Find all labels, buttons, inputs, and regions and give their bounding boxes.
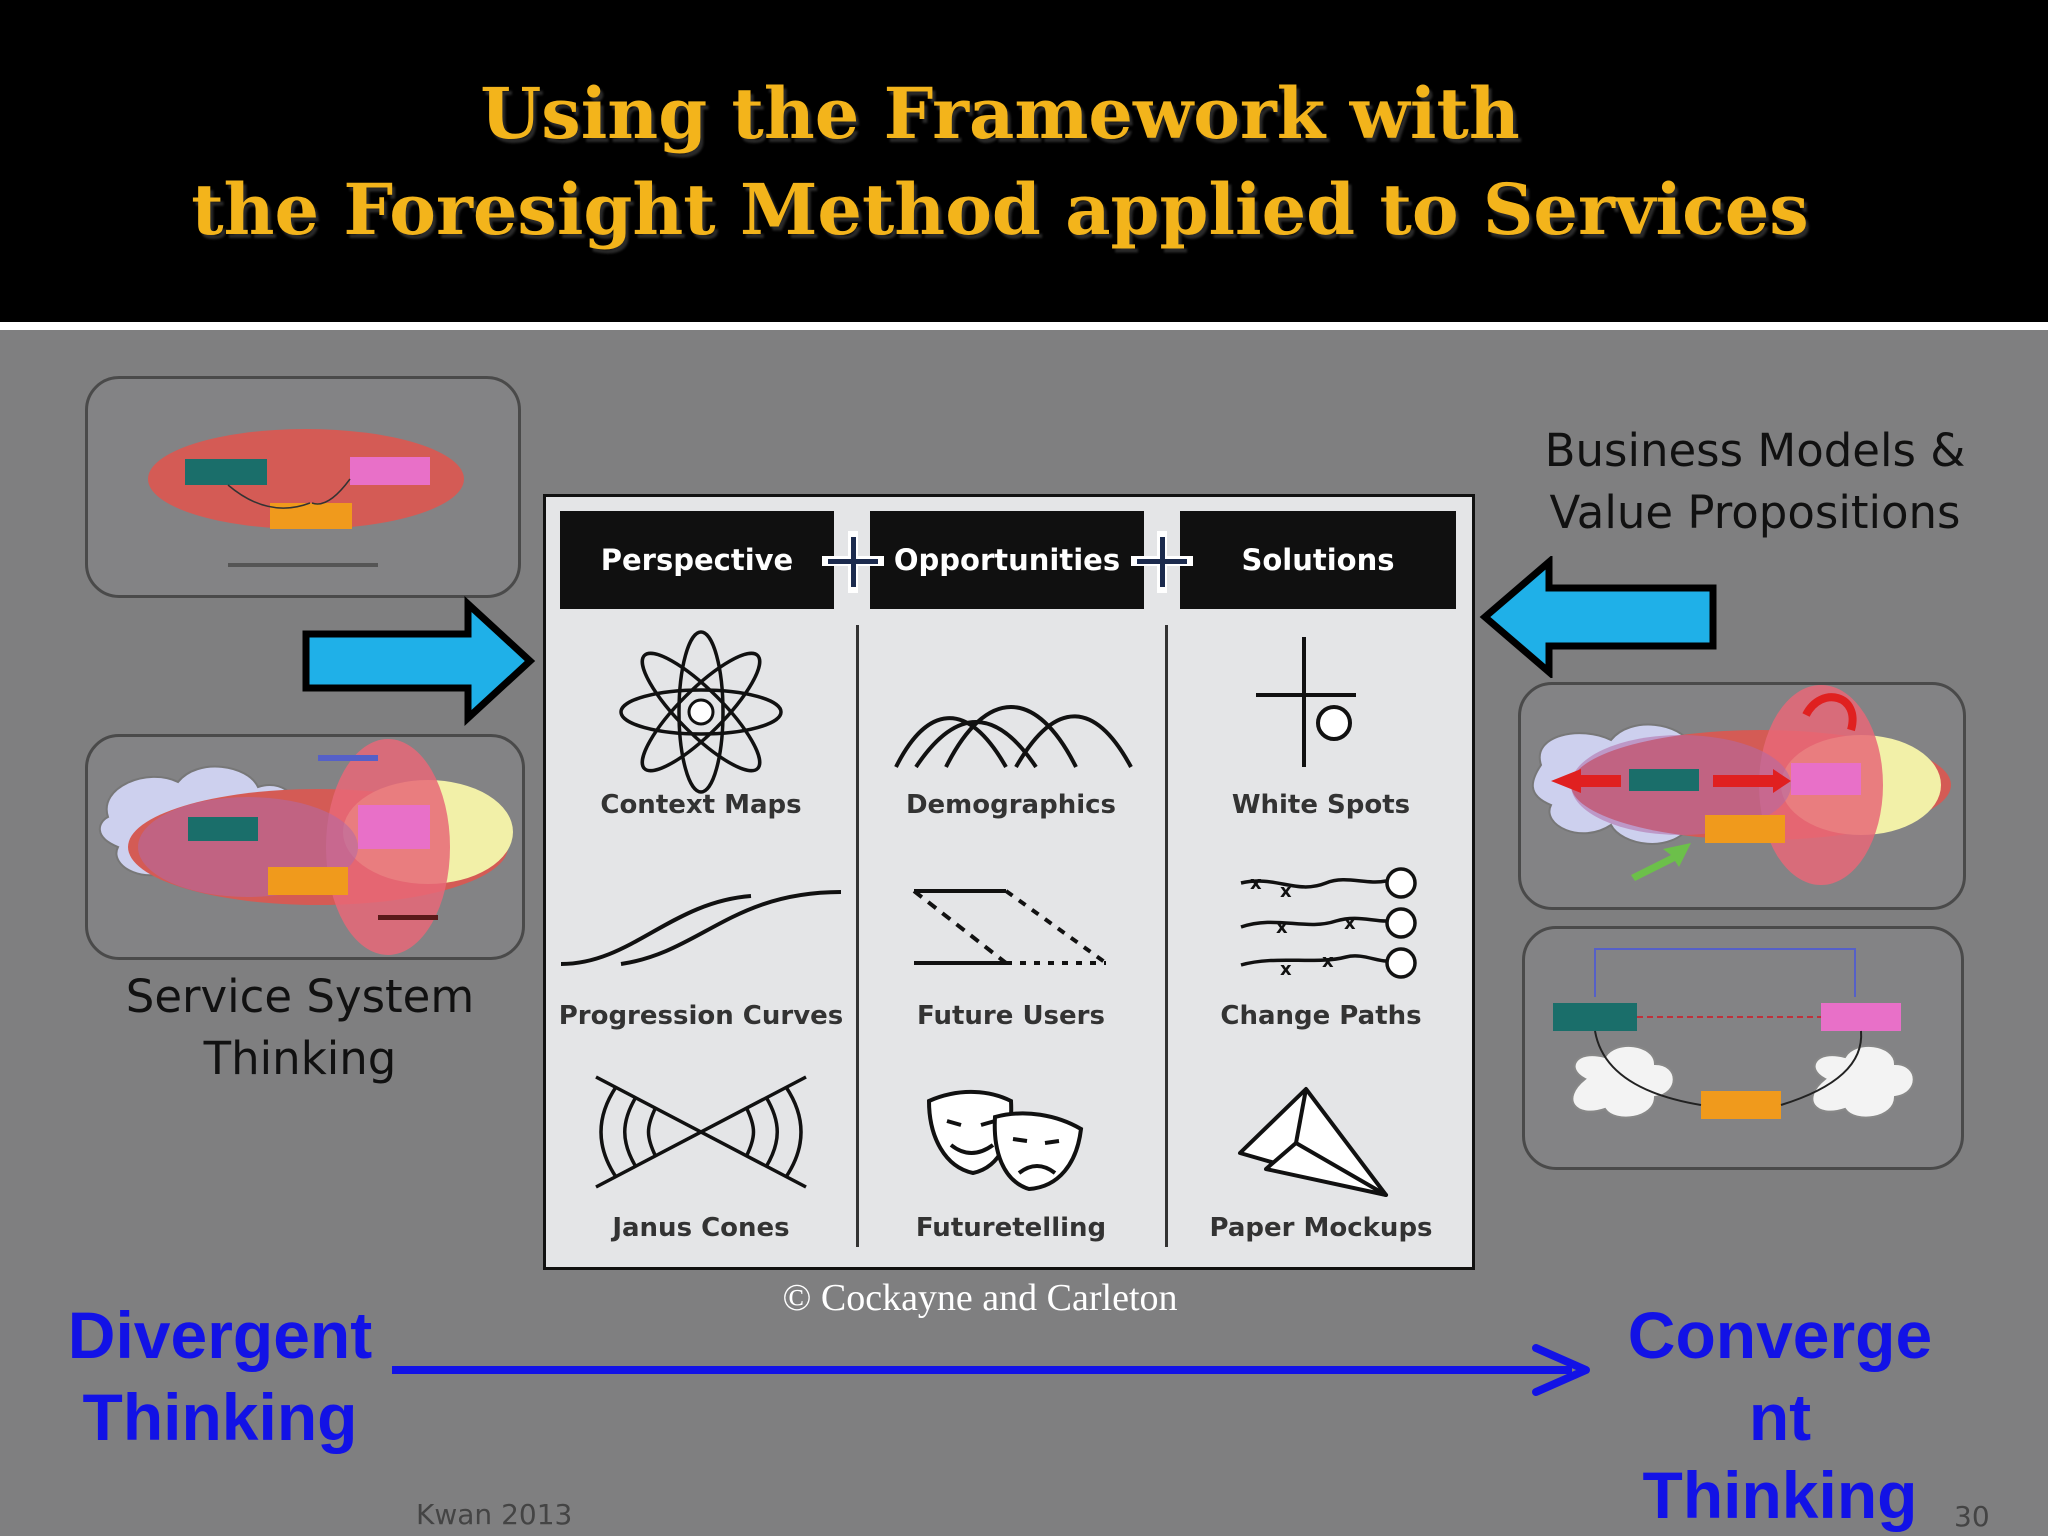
svg-text:x: x xyxy=(1344,913,1356,934)
column-divider xyxy=(856,625,859,1247)
page-number: 30 xyxy=(1954,1500,1990,1533)
svg-text:x: x xyxy=(1322,951,1334,972)
title-divider xyxy=(0,322,2048,330)
convergent-label-line-1: Converge xyxy=(1627,1298,1933,1372)
cell-label-futuretelling: Futuretelling xyxy=(915,1213,1107,1243)
service-system-caption-line-2: Thinking xyxy=(203,1032,397,1085)
service-system-thumbnail-top xyxy=(85,376,521,598)
arrowhead-icon xyxy=(1532,1344,1590,1396)
slide-title-line-2: the Foresight Method applied to Services xyxy=(191,168,1809,251)
cell-label-demographics: Demographics xyxy=(905,790,1117,820)
convergent-label-line-2: nt xyxy=(1748,1380,1812,1454)
plus-icon xyxy=(822,531,884,593)
copyright-notice: © Cockayne and Carleton xyxy=(782,1277,1178,1319)
value-proposition-thumbnail-bottom xyxy=(1522,926,1964,1170)
svg-text:x: x xyxy=(1280,881,1292,902)
svg-text:x: x xyxy=(1280,959,1292,980)
janus-cones-icon xyxy=(595,1075,807,1189)
svg-text:x: x xyxy=(1250,873,1262,894)
business-model-thumbnail-top xyxy=(1518,682,1966,910)
tab-opportunities: Opportunities xyxy=(870,511,1144,609)
theater-masks-icon xyxy=(926,1090,1084,1192)
paper-airplane-icon xyxy=(1238,1087,1388,1197)
context-maps-icon xyxy=(619,630,783,794)
cell-label-future-users: Future Users xyxy=(917,1001,1105,1031)
service-system-caption-line-1: Service System xyxy=(125,970,475,1023)
business-models-caption-line-2: Value Propositions xyxy=(1549,486,1961,539)
progression-curves-icon xyxy=(561,890,842,966)
future-users-icon xyxy=(912,889,1108,965)
tab-perspective: Perspective xyxy=(560,511,834,609)
cell-label-janus-cones: Janus Cones xyxy=(612,1213,790,1243)
svg-text:x: x xyxy=(1276,917,1288,938)
tab-solutions: Solutions xyxy=(1180,511,1456,609)
thinking-arrow-shaft xyxy=(392,1366,1572,1374)
demographics-icon xyxy=(894,705,1133,769)
plus-icon xyxy=(1131,531,1193,593)
business-models-caption-line-1: Business Models & xyxy=(1544,424,1966,477)
convergent-label-line-3: Thinking xyxy=(1642,1458,1918,1532)
white-spots-icon xyxy=(1256,637,1356,767)
slide-title-line-1: Using the Framework with xyxy=(480,72,1520,155)
right-pointing-arrow-icon xyxy=(302,596,536,726)
footer-author: Kwan 2013 xyxy=(416,1498,573,1531)
cell-label-progression-curves: Progression Curves xyxy=(558,1001,844,1031)
title-bar xyxy=(0,0,2048,322)
divergent-label-line-1: Divergent xyxy=(67,1298,373,1372)
foresight-framework-panel: Perspective Opportunities Solutions xyxy=(543,494,1475,1270)
cell-label-context-maps: Context Maps xyxy=(600,790,802,820)
cell-label-white-spots: White Spots xyxy=(1231,790,1411,820)
service-system-thumbnail-bottom xyxy=(85,734,525,960)
left-pointing-arrow-icon xyxy=(1479,556,1717,678)
cell-label-change-paths: Change Paths xyxy=(1220,1001,1422,1031)
cell-label-paper-mockups: Paper Mockups xyxy=(1209,1213,1433,1243)
divergent-label-line-2: Thinking xyxy=(82,1380,358,1454)
column-divider xyxy=(1165,625,1168,1247)
